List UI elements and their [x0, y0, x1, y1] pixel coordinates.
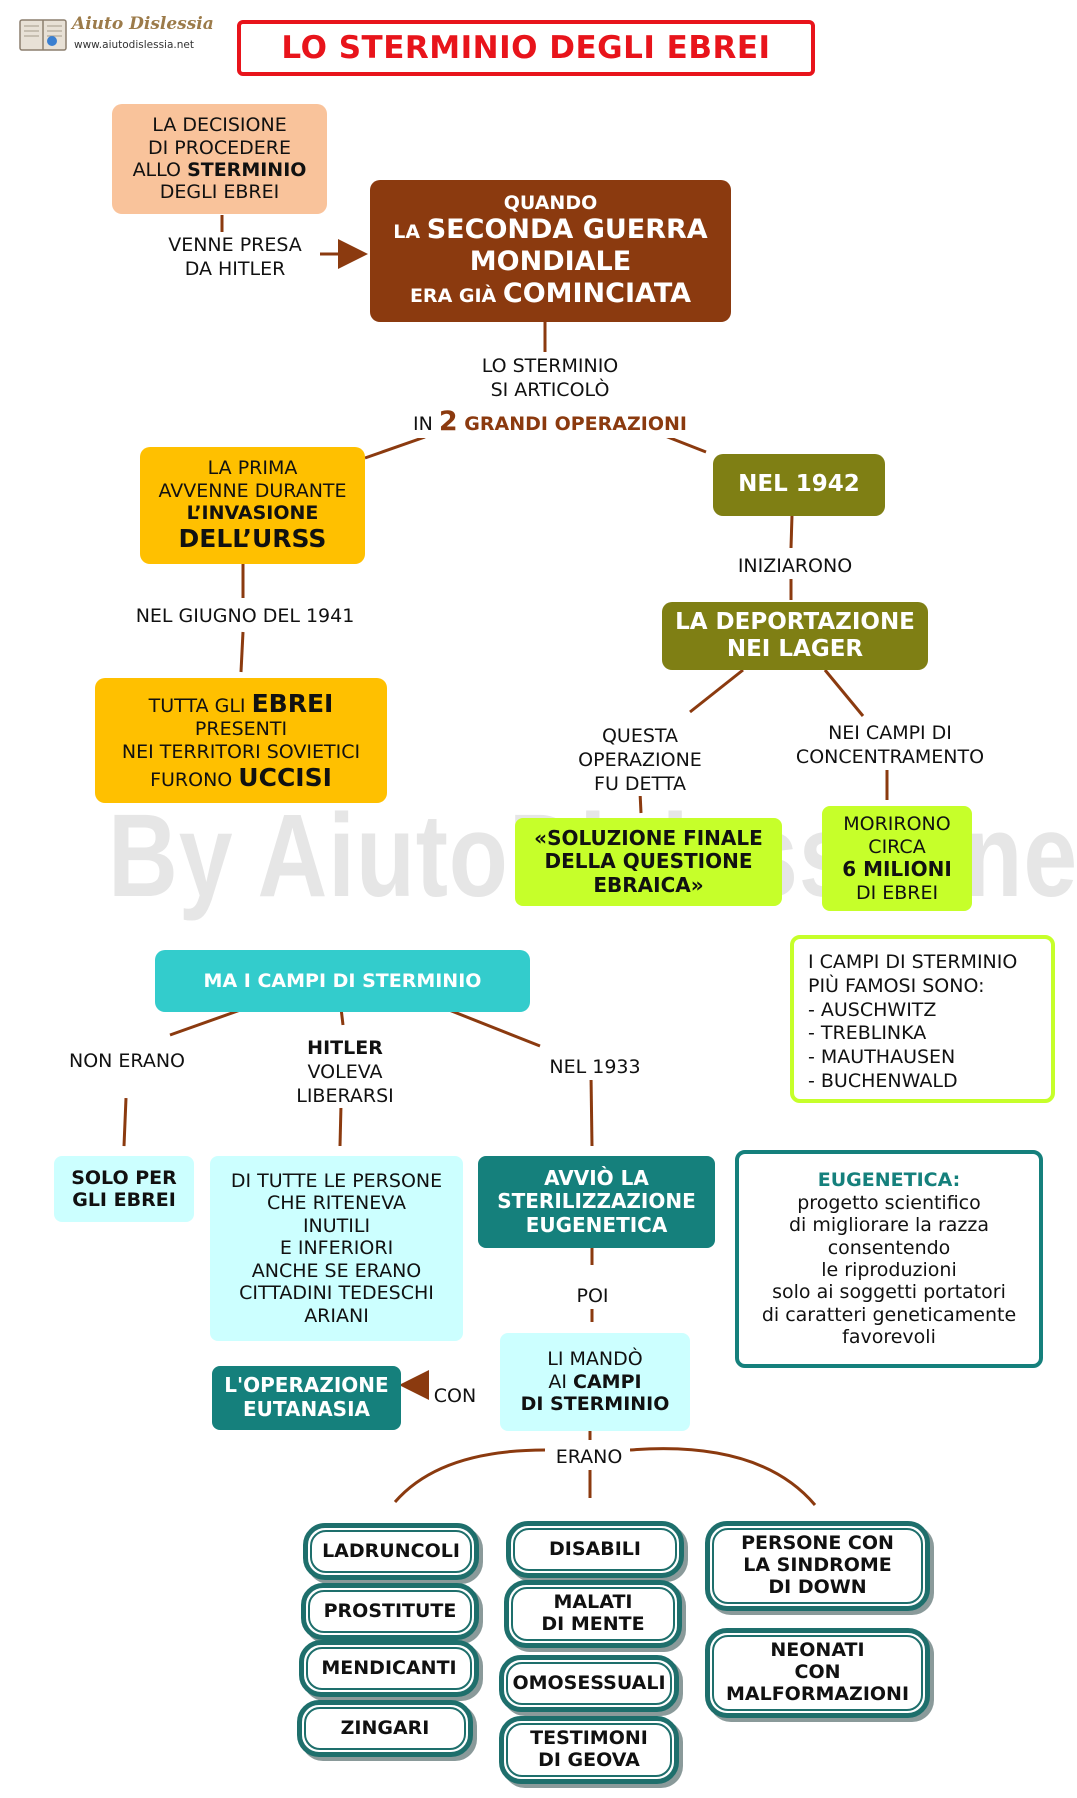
camp-item: - TREBLINKA [808, 1022, 927, 1045]
persons-box: DI TUTTE LE PERSONE CHE RITENEVA INUTILI… [210, 1156, 463, 1341]
sent-box: LI MANDÒ AI CAMPI DI STERMINIO [500, 1333, 690, 1431]
called-label: QUESTA OPERAZIONE FU DETTA [560, 725, 720, 797]
camp-item: - BUCHENWALD [808, 1069, 958, 1092]
victim-neonati-con-malformazioni: NEONATI CON MALFORMAZIONI [705, 1628, 930, 1718]
decision-link-label: VENNE PRESA DA HITLER [150, 234, 320, 282]
victim-mendicanti: MENDICANTI [299, 1640, 479, 1697]
victim-disabili: DISABILI [506, 1521, 684, 1578]
extermination-camps-box: MA I CAMPI DI STERMINIO [155, 950, 530, 1012]
victim-ladruncoli: LADRUNCOLI [303, 1523, 479, 1580]
first-operation-box: LA PRIMA AVVENNE DURANTE L’INVASIONE DEL… [140, 447, 365, 564]
line-not-down [122, 1097, 128, 1147]
only-jews-box: SOLO PER GLI EBREI [54, 1156, 194, 1222]
line-camps-left [169, 1006, 247, 1037]
killed-box: TUTTA GLI EBREI PRESENTI NEI TERRITORI S… [95, 678, 387, 803]
sterilization-box: AVVIÒ LA STERILIZZAZIONE EUGENETICA [478, 1156, 715, 1248]
camp-item: - MAUTHAUSEN [808, 1046, 956, 1068]
year-1942-box: NEL 1942 [713, 454, 885, 516]
final-solution-box: «SOLUZIONE FINALE DELLA QUESTIONE EBRAIC… [515, 818, 782, 906]
war-box: QUANDO LA SECONDA GUERRA MONDIALE ERA GI… [370, 180, 731, 322]
victim-malati-di-mente: MALATI DI MENTE [504, 1580, 682, 1648]
victim-sindrome-di-down: PERSONE CON LA SINDROME DI DOWN [705, 1521, 930, 1611]
june-1941-label: NEL GIUGNO DEL 1941 [120, 605, 370, 629]
camp-item: - AUSCHWITZ [808, 998, 937, 1021]
page-title: LO STERMINIO DEGLI EBREI [237, 20, 815, 76]
logo-book-icon [18, 14, 68, 54]
logo[interactable]: Aiuto Dislessia www.aiutodislessia.net [18, 12, 214, 58]
year-1933-label: NEL 1933 [535, 1056, 655, 1080]
not-label: NON ERANO [62, 1050, 192, 1074]
died-box: MORIRONO CIRCA 6 MILIONI DI EBREI [822, 806, 972, 911]
victim-omosessuali: OMOSESSUALI [499, 1655, 679, 1712]
logo-name: Aiuto Dislessia [72, 14, 214, 34]
line-1942-down [789, 514, 794, 549]
victim-testimoni-di-geova: TESTIMONI DI GEOVA [499, 1716, 679, 1784]
line-depo-right [823, 669, 865, 717]
victim-prostitute: PROSTITUTE [301, 1583, 479, 1640]
deportation-box: LA DEPORTAZIONE NEI LAGER [662, 602, 928, 670]
line-erano-left [393, 1448, 546, 1503]
erano-label: ERANO [548, 1446, 630, 1470]
decision-box: LA DECISIONE DI PROCEDERE ALLO STERMINIO… [112, 104, 327, 214]
line-1933-down [589, 1074, 594, 1147]
eugenics-box: EUGENETICA: progetto scientifico di migl… [735, 1150, 1043, 1368]
euthanasia-box: L'OPERAZIONE EUTANASIA [212, 1366, 401, 1430]
line-hitler-down [338, 1104, 343, 1147]
line-erano-right [629, 1447, 817, 1506]
famous-camps-box: I CAMPI DI STERMINIO PIÙ FAMOSI SONO: - … [790, 935, 1055, 1103]
poi-label: POI [565, 1285, 620, 1309]
began-label: INIZIARONO [720, 555, 870, 579]
line-june-down [239, 631, 245, 673]
line-camps-right [443, 1006, 541, 1048]
line-to-first [364, 435, 426, 460]
line-depo-left [689, 668, 744, 714]
victim-zingari: ZINGARI [297, 1700, 473, 1757]
con-label: CON [430, 1385, 480, 1409]
articulated-label: LO STERMINIO SI ARTICOLÒ IN 2 GRANDI OPE… [395, 355, 705, 439]
concentration-label: NEI CAMPI DI CONCENTRAMENTO [775, 722, 1005, 770]
hitler-label: HITLER VOLEVA LIBERARSI [270, 1037, 420, 1109]
logo-url: www.aiutodislessia.net [74, 39, 194, 51]
